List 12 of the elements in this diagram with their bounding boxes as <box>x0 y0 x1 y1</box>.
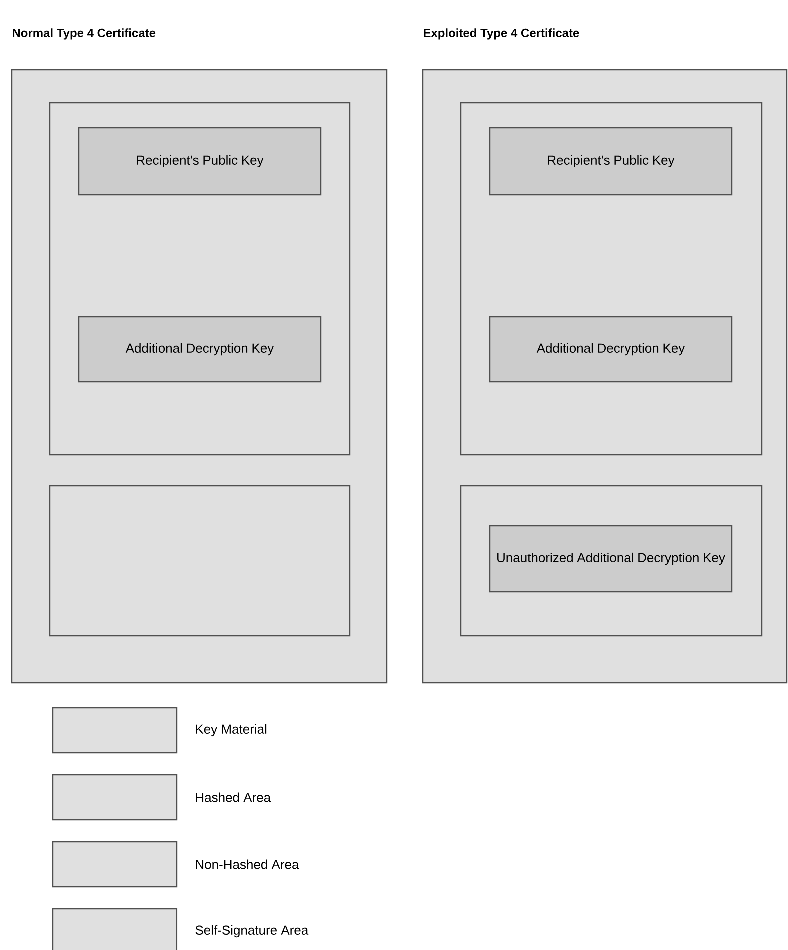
legend-label: Self-Signature Area <box>196 925 309 938</box>
key-box: Unauthorized Additional Decryption Key <box>489 525 733 593</box>
key-box: Additional Decryption Key <box>78 316 322 383</box>
key-box: Recipient's Public Key <box>489 127 733 196</box>
key-box: Additional Decryption Key <box>489 316 733 383</box>
legend-label: Non-Hashed Area <box>196 860 300 870</box>
panel-heading: Exploited Type 4 Certificate <box>424 28 580 40</box>
panel-heading: Normal Type 4 Certificate <box>13 28 156 40</box>
legend-label: Key Material <box>196 724 267 737</box>
legend-label: Hashed Area <box>196 792 272 802</box>
key-box: Recipient's Public Key <box>78 127 322 196</box>
area-box <box>49 485 351 637</box>
